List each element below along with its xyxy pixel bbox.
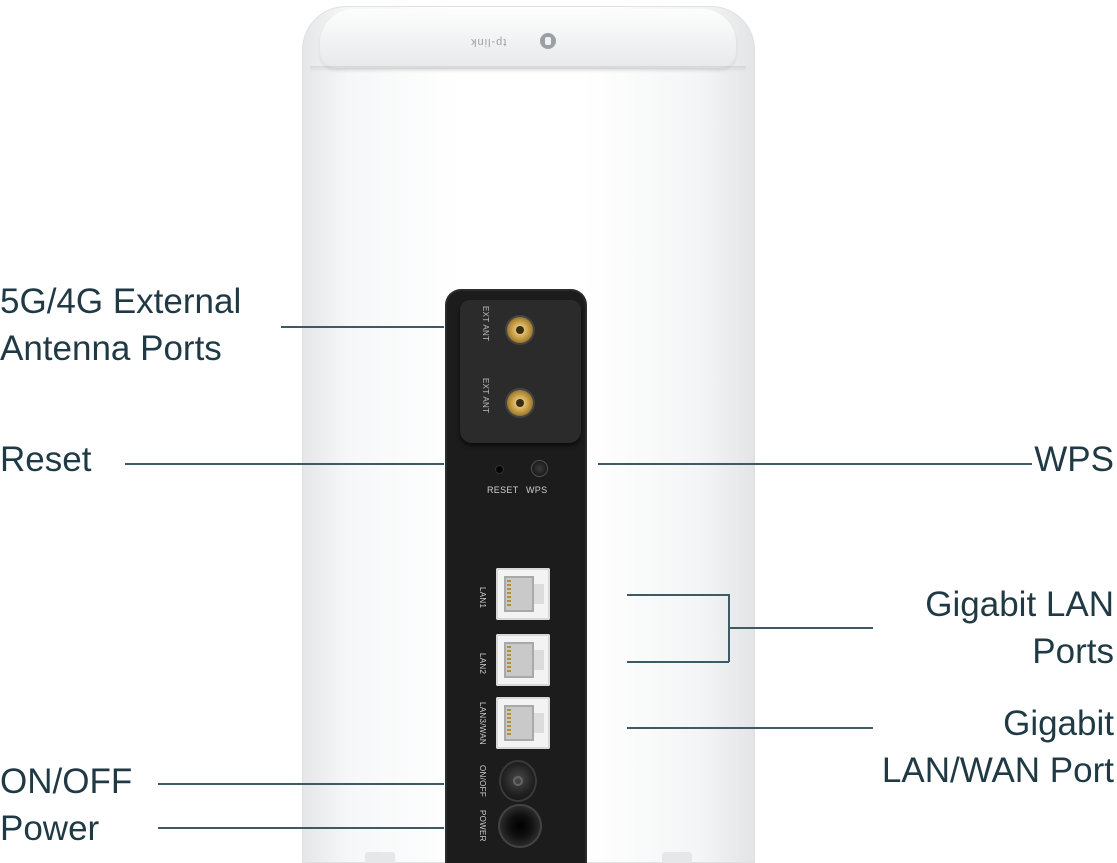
callout-power: Power [0, 809, 100, 848]
reset-button[interactable] [496, 466, 503, 473]
lan3-wan-label: LAN3/WAN [478, 702, 487, 746]
lan2-leader-line [627, 661, 729, 663]
wps-leader-line [598, 463, 1032, 465]
power-switch[interactable] [501, 762, 535, 800]
router-foot-right [662, 852, 692, 863]
external-antenna-port-1[interactable] [507, 317, 533, 343]
router-top-cap [320, 9, 736, 69]
lan1-label: LAN1 [478, 587, 487, 609]
wps-button[interactable] [532, 461, 547, 476]
callout-antenna-ports-line1: 5G/4G External [0, 282, 242, 321]
on-off-label: ON/OFF [478, 765, 487, 798]
callout-reset: Reset [0, 440, 92, 479]
lan1-port[interactable] [496, 568, 550, 620]
callout-gigabit-lan-line1: Gigabit LAN [925, 585, 1114, 624]
wps-label: WPS [526, 485, 548, 495]
antenna-ports-leader-line [281, 326, 444, 328]
lan2-port[interactable] [496, 634, 550, 686]
lan3-wan-port[interactable] [496, 697, 550, 749]
reset-label: RESET [487, 485, 519, 495]
callout-gigabit-lanwan-line2: LAN/WAN Port [881, 751, 1114, 790]
brand-logo-text: tp-link [470, 36, 507, 48]
lan2-label: LAN2 [478, 653, 487, 675]
callout-gigabit-lanwan-line1: Gigabit [1003, 704, 1114, 743]
power-label: POWER [478, 810, 487, 842]
callout-antenna-ports-line2: Antenna Ports [0, 329, 222, 368]
reset-leader-line [125, 463, 444, 465]
callout-gigabit-lan-line2: Ports [1032, 632, 1114, 671]
brand-logo-icon [540, 33, 556, 49]
callout-wps: WPS [1034, 440, 1114, 479]
lan-wan-leader-line [627, 727, 873, 729]
power-jack[interactable] [500, 806, 540, 846]
external-antenna-port-2[interactable] [507, 390, 533, 416]
ext-ant-label-1: EXT ANT [481, 306, 490, 342]
lan1-leader-line [627, 594, 729, 596]
lan-bracket-leader-line [728, 627, 873, 629]
callout-on-off: ON/OFF [0, 762, 133, 801]
on-off-leader-line [158, 783, 444, 785]
cap-shadow [310, 66, 746, 72]
power-leader-line [158, 827, 444, 829]
ext-ant-label-2: EXT ANT [481, 378, 490, 414]
router-foot-left [365, 852, 395, 863]
